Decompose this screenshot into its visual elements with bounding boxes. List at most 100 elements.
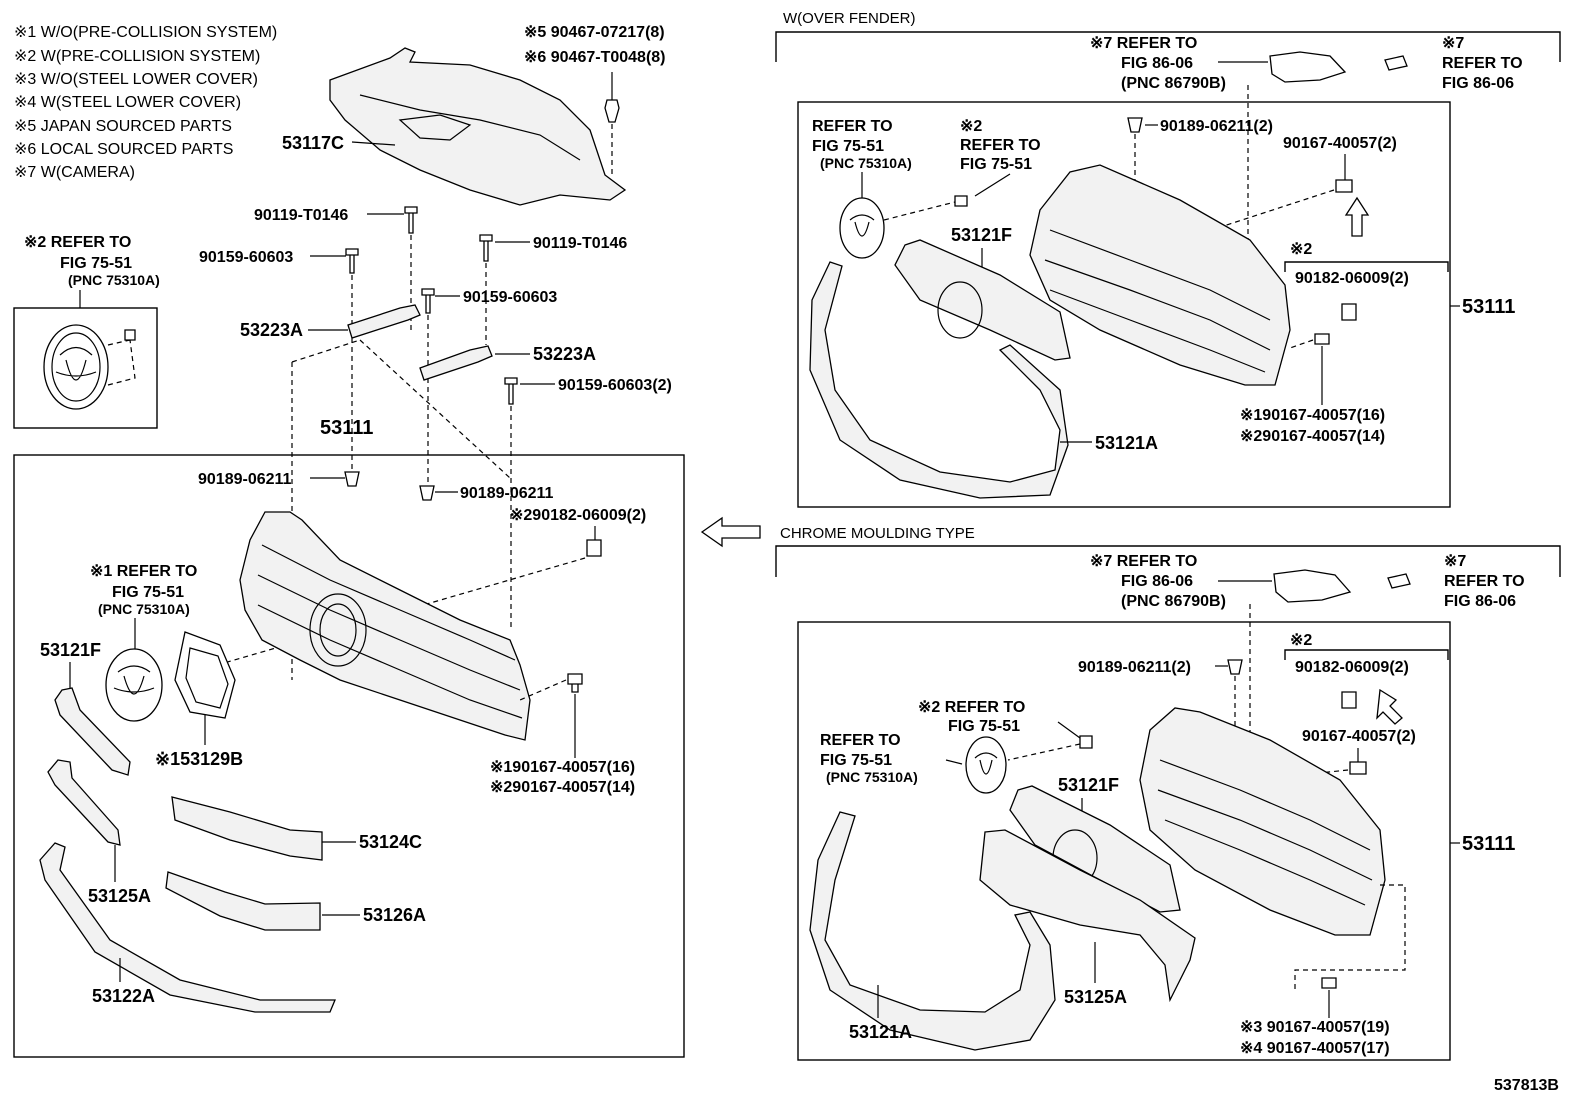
bolt-icon	[404, 206, 418, 234]
clip-icon	[954, 195, 968, 207]
chrome-emblem-ref2: FIG 75-51	[820, 752, 892, 769]
emblem-icon	[965, 736, 1007, 794]
over-fender-title: W(OVER FENDER)	[783, 10, 916, 27]
part-label-53121f-of: 53121F	[951, 225, 1012, 245]
camera-ref-r1: ※7	[1442, 35, 1464, 52]
chrome-screw-label: 90167-40057(2)	[1302, 728, 1416, 745]
bolt-icon	[479, 234, 493, 262]
bolt-label-90119-t0146-right: 90119-T0146	[533, 235, 627, 252]
moulding-53121f-of	[894, 239, 1071, 361]
camera-icon	[1269, 51, 1347, 83]
screw-icon	[1335, 179, 1353, 193]
figure-id: 537813B	[1494, 1077, 1559, 1094]
main-box-frame	[13, 454, 685, 1058]
over-fender-box	[797, 101, 1451, 508]
chrome-ref2-line1: ※2 REFER TO	[918, 699, 1025, 716]
part-label-53125a-main: 53125A	[88, 886, 151, 906]
upper-cover-group: ※5 90467-07217(8) ※6 90467-T0048(8) 5311…	[199, 24, 672, 680]
over-fender-bracket	[775, 31, 1561, 62]
clip-label-90189-06211-right: 90189-06211	[460, 485, 554, 502]
screw-icon	[1387, 573, 1411, 589]
arrow-down-icon	[1376, 688, 1403, 725]
nut-icon	[1341, 691, 1357, 709]
clip-icon	[1079, 735, 1093, 749]
grille-53111-of	[1029, 164, 1291, 386]
emblem-box-frame	[13, 307, 158, 429]
emblem-ref-line1-main: ※1 REFER TO	[90, 563, 197, 580]
chrome-moulding-panel: CHROME MOULDING TYPE ※7 REFER TO FIG 86-…	[775, 525, 1561, 1061]
emblem-icon	[43, 324, 109, 410]
nut-label-90182-06009: ※290182-06009(2)	[510, 507, 646, 524]
nut-icon	[1341, 303, 1357, 321]
screw-icon	[1349, 761, 1367, 775]
bracket-53223a-right	[419, 345, 493, 381]
clip-icon	[1127, 117, 1143, 133]
notes-legend: ※1 W/O(PRE-COLLISION SYSTEM) ※2 W(PRE-CO…	[14, 24, 277, 181]
screw-label-14-of: ※290167-40057(14)	[1240, 428, 1385, 445]
chrome-ref2-line2: FIG 75-51	[948, 718, 1020, 735]
chrome-box	[797, 621, 1451, 1061]
screw-label-16-of: ※190167-40057(16)	[1240, 407, 1385, 424]
surround-53121a-of	[809, 261, 1069, 499]
bolt-label-90159-60603-right: 90159-60603	[463, 289, 557, 306]
part-label-53129b: ※153129B	[155, 749, 243, 769]
part-label-53111-top: 53111	[320, 417, 373, 439]
clip-label-90189-06211-left: 90189-06211	[198, 471, 292, 488]
lower-moulding-53122a	[39, 842, 336, 1013]
emblem-icon	[105, 648, 163, 722]
arrow-up-icon	[1344, 196, 1370, 237]
screw-icon	[1321, 977, 1337, 989]
screw-label-19: ※3 90167-40057(19)	[1240, 1019, 1390, 1036]
part-label-53121a-of: 53121A	[1095, 433, 1158, 453]
moulding-53125a	[47, 759, 121, 846]
emblem-ref-line3-of: (PNC 75310A)	[820, 155, 912, 171]
garnish-53125a-chrome	[979, 829, 1196, 1003]
chrome-camera-r2: REFER TO	[1444, 573, 1525, 590]
emblem-ref-line2-main: FIG 75-51	[112, 584, 184, 601]
note-1: ※1 W/O(PRE-COLLISION SYSTEM)	[14, 24, 277, 41]
clip-icon	[124, 329, 136, 341]
chrome-title: CHROME MOULDING TYPE	[780, 525, 975, 542]
bolt-label-90119-t0146-left: 90119-T0146	[254, 207, 348, 224]
emblem-ref-line1-of: REFER TO	[812, 118, 893, 135]
over-fender-panel: W(OVER FENDER) ※7 REFER TO FIG 86-06 (PN…	[775, 10, 1561, 508]
screw-label-of: 90167-40057(2)	[1283, 135, 1397, 152]
part-label-53223a-left: 53223A	[240, 320, 303, 340]
surround-53121a-chrome	[809, 811, 1056, 1051]
emblem-ref-line2-of: FIG 75-51	[812, 138, 884, 155]
direction-arrow-icon	[700, 516, 761, 548]
emblem-icon	[839, 197, 885, 259]
upper-cover-53117c	[329, 47, 627, 206]
camera-ref-r2: REFER TO	[1442, 55, 1523, 72]
part-label-53125a-chrome: 53125A	[1064, 987, 1127, 1007]
clip-icon	[1227, 659, 1243, 675]
camera-ref-line1: ※7 REFER TO	[1090, 35, 1197, 52]
screw-icon	[1314, 333, 1330, 345]
chrome-camera-r1: ※7	[1444, 553, 1466, 570]
chrome-nut-ref: ※2	[1290, 632, 1312, 649]
part-label-53121a-chrome: 53121A	[849, 1022, 912, 1042]
emblem-ref-line2: FIG 75-51	[60, 255, 132, 272]
ref2-line3-of: FIG 75-51	[960, 156, 1032, 173]
part-label-53121f-chrome: 53121F	[1058, 775, 1119, 795]
part-label-53121f-main: 53121F	[40, 640, 101, 660]
part-label-53111-of: 53111	[1462, 296, 1515, 318]
note-5: ※5 JAPAN SOURCED PARTS	[14, 118, 232, 135]
note-2: ※2 W(PRE-COLLISION SYSTEM)	[14, 48, 260, 65]
chrome-camera-ref2: FIG 86-06	[1121, 573, 1193, 590]
screw-icon	[1384, 55, 1408, 71]
moulding-53121f	[54, 687, 131, 776]
note-7: ※7 W(CAMERA)	[14, 164, 135, 181]
part-label-53223a-right: 53223A	[533, 344, 596, 364]
clip-label-of: 90189-06211(2)	[1160, 118, 1273, 135]
screw-icon	[567, 673, 583, 693]
ref2-line1-of: ※2	[960, 118, 982, 135]
note-4: ※4 W(STEEL LOWER COVER)	[14, 94, 241, 111]
bolt-label-90159-60603-left: 90159-60603	[199, 249, 293, 266]
emblem-ref-line3-main: (PNC 75310A)	[98, 601, 190, 617]
chrome-camera-r3: FIG 86-06	[1444, 593, 1516, 610]
bolt-label-90467-t0048: ※6 90467-T0048(8)	[524, 49, 666, 66]
bolt-label-90159-60603-2: 90159-60603(2)	[558, 377, 672, 394]
emblem-ref-line3: (PNC 75310A)	[68, 272, 160, 288]
part-label-53124c: 53124C	[359, 832, 422, 852]
